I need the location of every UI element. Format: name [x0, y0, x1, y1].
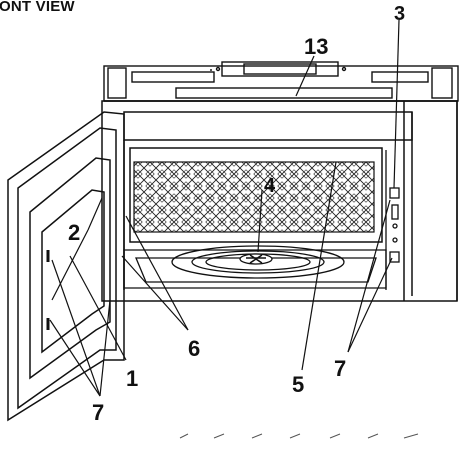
callout-2: 2: [68, 220, 80, 245]
callout-1: 1: [126, 366, 138, 391]
callout-7-bottom: 7: [92, 400, 104, 425]
figure-title: ONT VIEW: [0, 0, 75, 15]
cavity-grille: [133, 161, 375, 233]
callout-6: 6: [188, 336, 200, 361]
callout-3: 3: [394, 3, 405, 25]
callout-leader-lines: [49, 19, 400, 397]
callout-7-right: 7: [334, 356, 346, 381]
open-door: [7, 111, 125, 422]
callout-5: 5: [292, 372, 304, 397]
callout-4: 4: [264, 175, 276, 197]
callout-13: 13: [304, 34, 328, 59]
door-latch-column: [385, 150, 400, 290]
bottom-edge-marks: [179, 433, 419, 439]
top-mounting-plate: [103, 61, 459, 102]
